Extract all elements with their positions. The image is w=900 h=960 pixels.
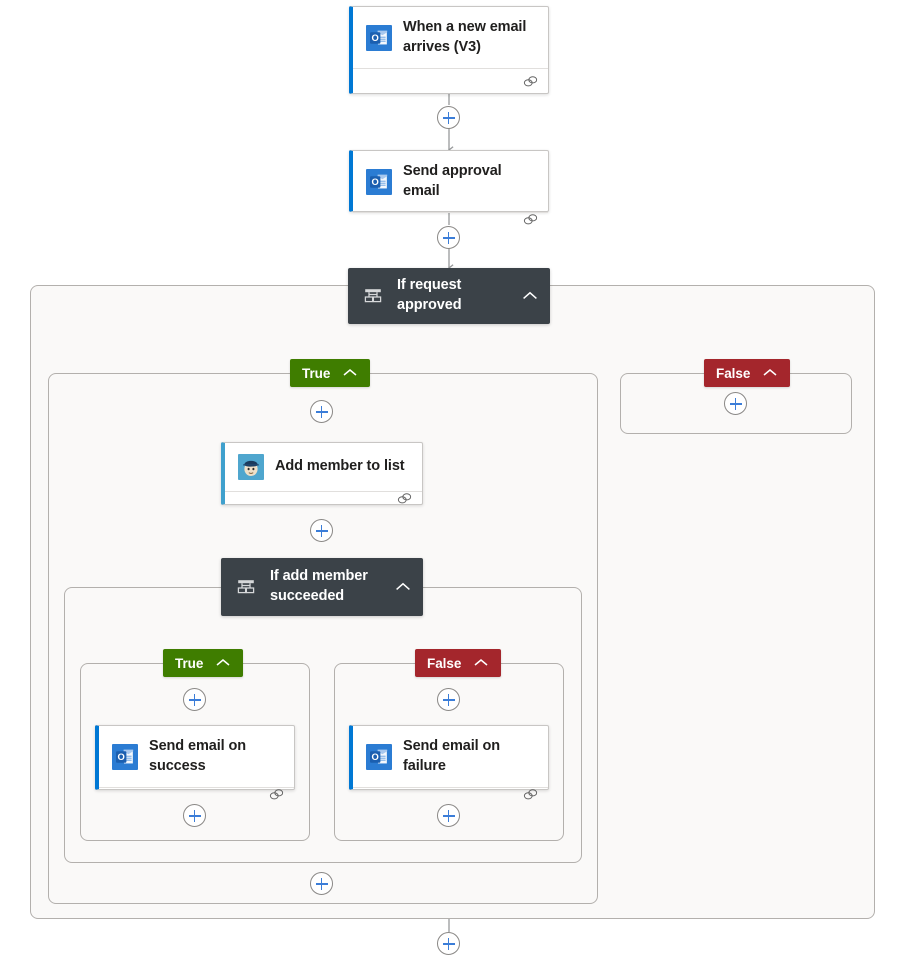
outlook-icon: O [366,24,392,51]
add-step-button-after-send-approval-email[interactable] [437,226,460,249]
card-main: O When a new email arrives (V3) [353,7,548,68]
card-title: When a new email arrives (V3) [403,19,527,55]
card-main: O Send approval email [353,151,548,212]
svg-text:O: O [372,751,379,762]
outlook-icon: O [366,168,392,195]
condition-card-if-request-approved[interactable]: If request approved [348,268,550,324]
branch-label: False [427,655,462,671]
card-title: Add member to list [275,458,405,475]
card-main: O Send email on failure [353,726,548,787]
branch-badge-outer-true[interactable]: True [290,359,371,387]
condition-card-if-add-member-succeeded[interactable]: If add member succeeded [221,558,423,616]
chevron-up-icon[interactable] [395,582,411,592]
add-step-button-after-send-email-on-failure[interactable] [437,804,460,827]
branch-badge-inner-false[interactable]: False [415,649,502,677]
condition-title: If add member succeeded [270,568,368,604]
svg-text:O: O [118,751,125,762]
add-step-button-inner-false-top[interactable] [437,688,460,711]
card-title: Send email on failure [403,738,500,774]
add-step-button-after-add-member[interactable] [310,519,333,542]
add-step-button-after-outer-condition[interactable] [437,932,460,955]
card-footer [99,787,294,801]
add-step-button-outer-true-top[interactable] [310,400,333,423]
add-step-button-outer-false[interactable] [724,392,747,415]
card-title: Send approval email [403,163,502,199]
branch-label: True [302,365,331,381]
link-icon[interactable] [397,492,412,505]
svg-text:O: O [372,32,379,43]
outlook-icon: O [366,743,392,770]
chevron-up-icon[interactable] [762,368,778,378]
branch-badge-inner-true[interactable]: True [163,649,244,677]
add-step-button-inner-true-top[interactable] [183,688,206,711]
add-step-button-after-send-email-on-success[interactable] [183,804,206,827]
card-footer [353,68,548,93]
link-icon[interactable] [523,213,538,226]
condition-icon [237,580,255,594]
branch-badge-outer-false[interactable]: False [704,359,791,387]
action-card-send-approval-email[interactable]: O Send approval email [349,150,549,225]
add-step-button-after-inner-condition[interactable] [310,872,333,895]
link-icon[interactable] [523,788,538,801]
chevron-up-icon[interactable] [522,291,538,301]
outlook-icon: O [112,743,138,770]
svg-text:O: O [372,176,379,187]
mailchimp-icon [238,454,264,480]
card-title: Send email on success [149,738,246,774]
chevron-up-icon[interactable] [342,368,358,378]
link-icon[interactable] [269,788,284,801]
branch-label: True [175,655,204,671]
card-main: O Send email on success [99,726,294,787]
action-card-add-member-to-list[interactable]: Add member to list [221,442,423,505]
action-card-when-a-new-email-arrives[interactable]: O When a new email arrives (V3) [349,6,549,94]
card-main: Add member to list [225,443,422,491]
chevron-up-icon[interactable] [215,658,231,668]
link-icon[interactable] [523,75,538,88]
condition-title: If request approved [397,277,462,313]
card-footer [353,212,548,226]
card-footer [225,491,422,505]
chevron-up-icon[interactable] [473,658,489,668]
condition-icon [364,289,382,303]
branch-label: False [716,365,751,381]
card-footer [353,787,548,801]
action-card-send-email-on-success[interactable]: O Send email on success [95,725,295,800]
action-card-send-email-on-failure[interactable]: O Send email on failure [349,725,549,800]
add-step-button-after-trigger[interactable] [437,106,460,129]
